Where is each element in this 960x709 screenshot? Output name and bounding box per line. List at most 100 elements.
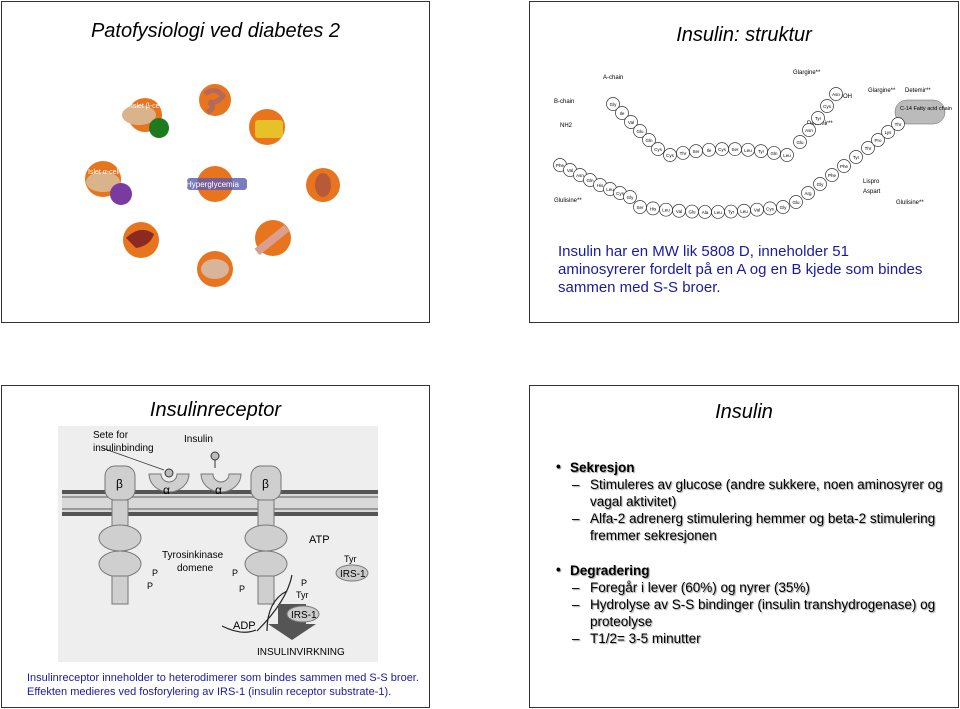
a-chain-residue [651,142,665,156]
b-chain-residue-label: His [650,206,657,211]
gut-circle [199,84,231,116]
b-chain-residue-label: His [597,183,604,188]
insulin-molecule-bound [164,468,174,478]
alpha-label-left: α [163,483,170,497]
b-chain-residue [776,200,790,214]
atp-label: ATP [309,534,330,546]
irs1-label: IRS-1 [340,569,366,580]
b-chain-residue [837,159,851,173]
b-chain-residue-label: Phe [840,164,849,169]
b-chain-residue-label: Tyr [728,210,735,215]
b-chain-residue-label: Leu [606,187,614,192]
p-label-5: P [301,578,307,588]
a-chain-residue-label: Thr [680,151,687,156]
irs1-label-2: IRS-1 [291,610,317,621]
alpha-label-right: α [215,483,222,497]
binding-site-label-2: insulinbinding [93,443,154,454]
b-chain-residue-label: Gln [586,178,594,183]
receptor-caption-line2: Effekten medieres ved fosforylering av I… [27,686,392,698]
b-chain-residue-label: Lys [885,130,893,135]
hyperglycemia-label: Hyperglycemia [186,180,239,189]
insulin-label: Insulin [184,434,213,445]
a-chain-residue-label: Val [628,120,634,125]
fatty-acid-label: C-14 Fatty acid chain [900,106,952,112]
glulisine-label-2: Glulisine** [896,200,924,206]
sub-bullet: Hydrolyse av S-S bindinger (insulin tran… [552,596,952,630]
b-chain-residue [801,186,815,200]
nh2-label: NH2 [560,123,573,129]
a-chain-residue-label: Tyr [815,116,822,121]
b-chain-residue-label: Gly [817,182,825,187]
bullet-list: Sekresjon Stimuleres av glucose (andre s… [552,458,952,647]
a-chain-residue [633,124,647,138]
b-chain-residue-label: Leu [714,210,722,215]
slide-insulin: Insulin Sekresjon Stimuleres av glucose … [529,385,959,708]
sub-bullet: Stimuleres av glucose (andre sukkere, no… [552,476,952,510]
b-chain-residue-label: Gly [780,205,788,210]
a-chain-residue-label: Leu [783,153,791,158]
lispro-label: Lispro [863,179,880,185]
binding-site-label: Sete for [93,430,129,441]
slide-insulin-receptor: Insulinreceptor [1,385,430,708]
a-chain-residue [793,135,807,149]
bullet-degradation: Degradering [552,561,952,579]
a-chain-residue [780,148,794,162]
tk-domain-label: Tyrosinkinase [162,550,224,561]
a-chain-residue-label: Gln [770,151,778,156]
a-chain-residue [624,115,638,129]
sub-bullet: Alfa-2 adrenerg stimulering hemmer og be… [552,510,952,544]
a-chain-residue-label: Cys [654,147,662,152]
sub-bullet: Foregår i lever (60%) og nyrer (35%) [552,579,952,596]
b-chain-residue-label: Cys [766,206,774,211]
a-chain-residue [642,133,656,147]
a-chain-residue [811,111,825,125]
b-chain-residue [881,125,895,139]
b-chain-residue-label: Thr [865,146,872,151]
a-chain-residue [606,97,620,111]
sub-bullet: T1/2= 3-5 minutter [552,630,952,647]
b-chain-residue-label: Thr [895,122,902,127]
a-chain-residue-label: Glu [796,140,804,145]
slide-title: Insulin: struktur [676,24,812,46]
alpha-cell-circle [85,161,132,205]
slide-pathophysiology: Patofysiologi ved diabetes 2 [1,1,430,323]
p-label-2: P [147,581,153,591]
beta-label-left: β [116,477,123,491]
beta-label-right: β [262,477,269,491]
b-chain-residue-label: Val [676,209,682,214]
receptor-caption-line1: Insulinreceptor inneholder to heterodime… [27,672,419,684]
a-chain-residue [820,99,834,113]
b-chain-residue-label: Phe [828,173,837,178]
b-chain-residue [891,117,905,131]
a-chain-residue-label: Leu [744,148,752,153]
b-chain-residue [825,168,839,182]
organ-diagram: Islet β-cell Islet α-cell Hyperglycemia [85,84,340,287]
a-chain-residue-label: Ser [731,147,739,152]
b-chain-residue [789,195,803,209]
b-chain-residue-label: Leu [740,209,748,214]
b-chain-residue-label: Cys [616,191,624,196]
adipose-circle [249,109,285,145]
b-chain-residue-label: Glu [688,210,696,215]
a-chain-residue-label: Gln [645,138,653,143]
aspart-label: Aspart [863,189,881,195]
a-chain-residue-label: Ile [707,148,712,153]
slide-title: Insulinreceptor [149,399,282,421]
beta-subunit-left [98,465,142,605]
cooh-label: COOH [834,94,852,100]
receptor-caption: Insulinreceptor inneholder to heterodime… [27,671,427,699]
a-chain-residue-label: Glu [636,129,644,134]
a-chain-residue-label: Tyr [758,149,765,154]
p-label-1: P [152,568,158,578]
b-chain-residue-label: Val [567,168,573,173]
slide-title: Insulin [715,401,773,423]
adp-label: ADP [233,620,256,632]
a-chain-residue-label: Asn [805,128,813,133]
insulin-structure-diagram: A-chain B-chain NH2 COOH Glargine** Glar… [553,70,952,219]
kidney-circle [306,168,340,202]
b-chain-residue [813,177,827,191]
a-chain-residue [802,123,816,137]
b-chain-residue [849,150,863,164]
